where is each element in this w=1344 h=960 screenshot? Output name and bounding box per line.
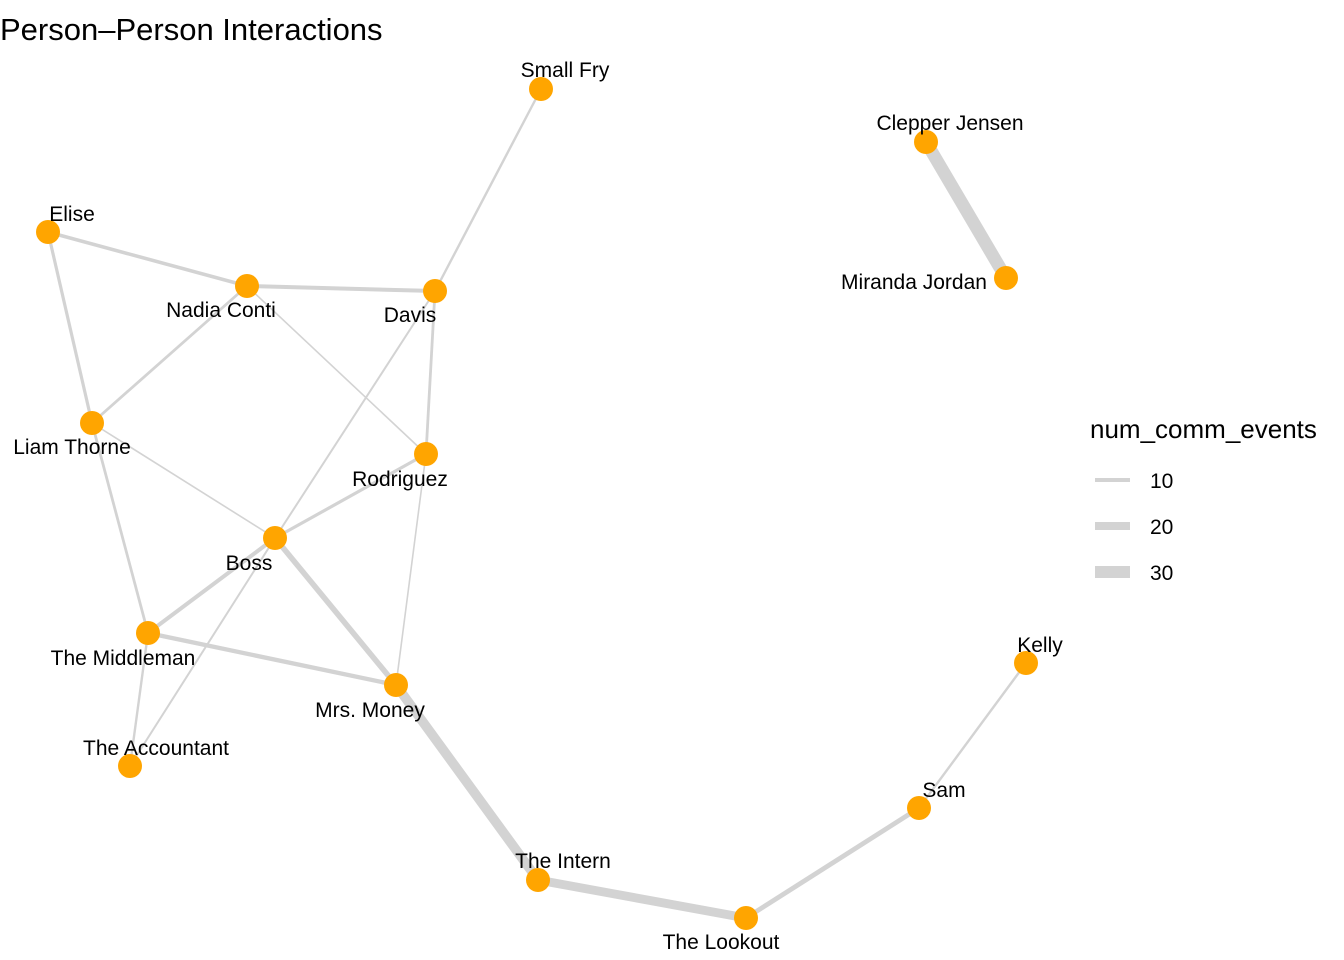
node-sam xyxy=(907,796,931,820)
nodes-layer xyxy=(36,77,1038,930)
node-accountant xyxy=(118,754,142,778)
edge-nadia-davis xyxy=(246,284,436,293)
edge-boss-mrs_money xyxy=(272,536,399,687)
node-small_fry xyxy=(529,77,553,101)
edge-sam-kelly xyxy=(918,662,1027,809)
edge-small_fry-davis xyxy=(433,88,543,292)
legend-label-10: 10 xyxy=(1150,470,1173,493)
edge-davis-rodriguez xyxy=(424,290,437,455)
edge-clepper-miranda xyxy=(920,138,1012,282)
edges-layer xyxy=(46,88,1027,923)
node-label-nadia: Nadia Conti xyxy=(166,299,276,322)
node-mrs_money xyxy=(384,673,408,697)
node-kelly xyxy=(1014,651,1038,675)
node-middleman xyxy=(136,621,160,645)
node-intern xyxy=(526,868,550,892)
edge-elise-nadia xyxy=(47,230,248,288)
node-rodriguez xyxy=(414,442,438,466)
node-miranda xyxy=(994,266,1018,290)
edge-rodriguez-mrs_money xyxy=(395,453,427,686)
edge-liam-middleman xyxy=(90,422,150,634)
edge-intern-lookout xyxy=(537,875,747,923)
node-label-davis: Davis xyxy=(384,304,437,327)
node-label-middleman: The Middleman xyxy=(51,647,196,670)
node-label-intern: The Intern xyxy=(515,850,611,873)
edge-middleman-accountant xyxy=(128,632,150,767)
node-boss xyxy=(263,526,287,550)
edge-lookout-sam xyxy=(744,805,921,921)
node-label-clepper: Clepper Jensen xyxy=(876,112,1023,135)
edge-rodriguez-boss xyxy=(274,452,427,540)
edge-mrs_money-intern xyxy=(392,682,542,883)
edge-nadia-liam xyxy=(91,284,248,425)
node-label-liam: Liam Thorne xyxy=(13,436,131,459)
node-label-mrs_money: Mrs. Money xyxy=(315,699,425,722)
node-elise xyxy=(36,220,60,244)
node-nadia xyxy=(235,274,259,298)
node-label-lookout: The Lookout xyxy=(663,931,780,954)
legend-title: num_comm_events xyxy=(1090,414,1317,444)
node-label-small_fry: Small Fry xyxy=(521,59,610,82)
edge-liam-boss xyxy=(91,422,276,539)
edge-nadia-rodriguez xyxy=(246,285,427,455)
node-label-elise: Elise xyxy=(49,203,95,226)
legend-label-30: 30 xyxy=(1150,562,1173,585)
node-label-kelly: Kelly xyxy=(1017,634,1063,657)
edge-elise-liam xyxy=(46,231,94,424)
legend: num_comm_events 10 20 30 xyxy=(1090,414,1317,585)
node-label-accountant: The Accountant xyxy=(83,737,229,760)
node-label-miranda: Miranda Jordan xyxy=(841,271,987,294)
node-clepper xyxy=(914,130,938,154)
node-label-rodriguez: Rodriguez xyxy=(352,468,448,491)
node-liam xyxy=(80,411,104,435)
legend-label-20: 20 xyxy=(1150,516,1173,539)
edge-middleman-mrs_money xyxy=(147,630,397,688)
chart-title: Person–Person Interactions xyxy=(0,12,383,47)
node-label-boss: Boss xyxy=(226,552,273,575)
node-label-sam: Sam xyxy=(922,779,965,802)
node-lookout xyxy=(734,906,758,930)
edge-boss-middleman xyxy=(146,536,277,635)
node-davis xyxy=(423,279,447,303)
edge-boss-accountant xyxy=(129,537,276,767)
edge-davis-boss xyxy=(274,290,436,539)
